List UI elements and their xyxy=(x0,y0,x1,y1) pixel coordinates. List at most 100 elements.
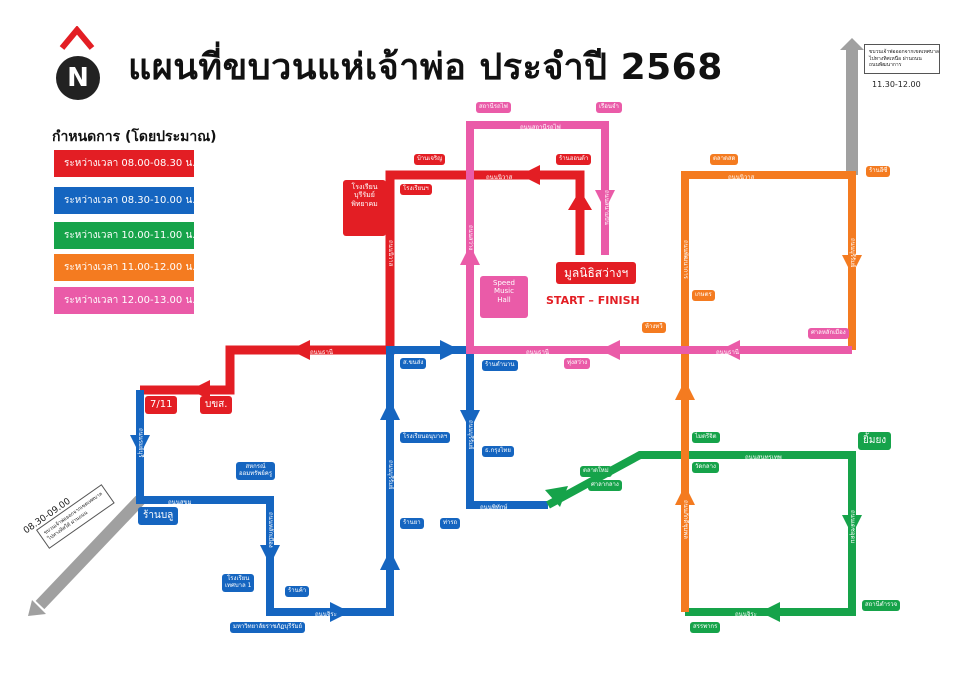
north-arrow-icon xyxy=(56,25,98,50)
road-label-tani-east: ถนนธานี xyxy=(716,349,739,356)
road-label-sukhum: ถนนสุขุม xyxy=(168,499,192,506)
landmark-pasee: สรรพากร xyxy=(690,622,721,633)
landmark-wat: วัดกลาง xyxy=(692,462,719,473)
page-title: แผนที่ขบวนแห่เจ้าพ่อ ประจำปี 2568 xyxy=(128,47,723,88)
pink-route xyxy=(466,121,852,354)
road-label-niwat-east: ถนนนิวาส xyxy=(728,174,755,181)
road-label-burirum: ถนนบุรีรัมย์ xyxy=(467,420,474,450)
exit-arrow-southwest xyxy=(28,600,46,616)
orange-arrow-up-1 xyxy=(675,485,695,505)
legend-title: กำหนดการ (โดยประมาณ) xyxy=(52,129,217,145)
landmark-ran-aec: ร้านอีซี่ xyxy=(866,166,891,177)
compass-letter: N xyxy=(67,63,89,93)
landmark-chaiyo: สถานีตำรวจ xyxy=(862,600,901,611)
red-arrow-up xyxy=(568,190,592,210)
road-label-dek: ถนนเดชอุดม xyxy=(849,510,856,544)
legend-item-pink: ระหว่างเวลา 12.00-13.00 น. xyxy=(54,287,195,314)
road-label-romburi: ถนนรมย์บุรี xyxy=(137,428,144,458)
road-label-sanambin: ถนนสนามบิน xyxy=(603,190,610,225)
orange-arrow-up-2 xyxy=(675,380,695,400)
landmark-nong-kham: ร้านค้า xyxy=(285,586,310,597)
note-time-north: 11.30-12.00 xyxy=(872,80,921,89)
landmark-ampheu: ศาลากลาง xyxy=(588,480,622,491)
landmark-sathani: สถานีรถไฟ xyxy=(476,102,511,113)
landmark-university: มหาวิทยาลัยราชภัฏบุรีรัมย์ xyxy=(230,622,306,633)
road-label-sawang: ถนนสว่าง xyxy=(467,225,474,251)
landmark-kaset: เกษตร xyxy=(692,290,715,301)
red-arrow-left-mid xyxy=(290,340,310,360)
legend-item-green: ระหว่างเวลา 10.00-11.00 น. xyxy=(54,222,195,249)
road-label-jira: ถนนจิระ xyxy=(315,611,337,618)
note-line: ขบวนเจ้าพ่อออกจากเขตเทศบาล xyxy=(869,49,939,55)
blue-arrow-down-1 xyxy=(130,435,150,455)
landmark-sahakorn: สหกรณ์ ออมทรัพย์ครู xyxy=(236,462,276,480)
blue-arrow-up-2 xyxy=(380,400,400,420)
landmark-bks: บขส. xyxy=(200,396,233,414)
pink-arrow-left-1 xyxy=(720,340,740,360)
landmark-yim-yong: ยิ้มยง xyxy=(858,432,892,450)
road-label-sunthorn: ถนนสุนทรเทพ xyxy=(745,454,782,461)
landmark-pho-sri: บ้านเจริญ xyxy=(414,154,446,165)
road-label-phatthana: ถนนพัฒนาการ xyxy=(682,240,689,279)
road-label-niwat-vertical: ถนนนิวาส xyxy=(387,240,394,267)
blue-arrow-up-1 xyxy=(380,550,400,570)
landmark-bus-stop: ไมตรีจิต xyxy=(692,432,720,443)
landmark-ran-boon: ร้านบลู xyxy=(138,507,179,525)
landmark-satang: ทุ่งสว่าง xyxy=(564,358,591,369)
landmark-klong: เรือนจำ xyxy=(596,102,622,113)
landmark-pharmacy: ร้านยา xyxy=(400,518,424,529)
landmark-school-red: โรงเรียน บุรีรัมย์ พิทยาคม xyxy=(343,180,386,236)
landmark-bank: ธ.กรุงไทย xyxy=(482,446,514,457)
road-label-sawadee: ถนนบุรีรัมย์ xyxy=(849,238,856,268)
orange-arrow-down xyxy=(842,255,862,275)
blue-route xyxy=(136,346,548,616)
landmark-seven-eleven: 7/11 xyxy=(145,396,178,414)
legend-item-red: ระหว่างเวลา 08.00-08.30 น. xyxy=(54,150,195,177)
road-label-jira-east: ถนนจิระ xyxy=(735,611,757,618)
landmark-school-blue: โรงเรียน เทศบาล 1 xyxy=(222,574,255,592)
road-label-niwat: ถนนนิวาส xyxy=(486,174,513,181)
note-line: ไปทางทิศเหนือ ผ่านถนน xyxy=(869,55,922,62)
landmark-speed-music-hall: Speed Music Hall xyxy=(480,276,528,318)
green-route xyxy=(546,451,856,616)
landmark-home-pro: ร้านฮอนด้า xyxy=(556,154,592,165)
landmark-ban-tha: ศาลหลักเมือง xyxy=(808,328,849,339)
legend-item-orange: ระหว่างเวลา 11.00-12.00 น. xyxy=(54,254,195,281)
road-label-bhumirat: ถนนภักดีชุมพล xyxy=(682,500,689,539)
green-arrow-up-right xyxy=(545,486,568,507)
pink-arrow-up xyxy=(460,245,480,265)
road-label-lak-mueang: ถนนหลักเมือง xyxy=(267,512,274,548)
blue-arrow-right-bottom xyxy=(330,602,350,622)
pink-arrow-down xyxy=(595,190,615,210)
start-landmark: มูลนิธิสว่างฯ xyxy=(556,262,637,285)
road-label-tani: ถนนธานี xyxy=(526,349,549,356)
blue-arrow-down-2 xyxy=(260,545,280,565)
red-arrow-left-bottom xyxy=(190,380,210,400)
landmark-school-anuban: โรงเรียนอนุบาลฯ xyxy=(400,432,451,443)
blue-arrow-right-top xyxy=(440,340,460,360)
orange-route xyxy=(681,171,856,612)
green-arrow-left xyxy=(760,602,780,622)
exit-road-southwest xyxy=(35,495,145,610)
red-arrow-left-top xyxy=(520,165,540,185)
landmark-thet-khon: ตลาดใหม่ xyxy=(580,466,612,477)
green-arrow-down xyxy=(842,515,862,535)
pink-arrow-left-2 xyxy=(600,340,620,360)
road-label-surin: ถนนบุรีรัมย์ xyxy=(387,460,394,490)
exit-arrow-north xyxy=(840,38,864,50)
landmark-nong-nae: ตลาดสด xyxy=(710,154,739,165)
blue-arrow-down-3 xyxy=(460,410,480,430)
note-box-north: ขบวนเจ้าพ่อออกจากเขตเทศบาล ไปทางทิศเหนือ… xyxy=(864,44,940,74)
landmark-thai-phat: ร้านตำนาน xyxy=(482,360,518,371)
road-label-tani-west: ถนนธานี xyxy=(310,349,333,356)
road-label-phithak: ถนนพิทักษ์ xyxy=(480,504,508,511)
legend-item-blue: ระหว่างเวลา 08.30-10.00 น. xyxy=(54,187,195,214)
landmark-kamnan: ห้างทวี xyxy=(642,322,666,333)
landmark-big-c: โรงเรียนฯ xyxy=(400,184,432,195)
note-line: ถนนพัฒนาการ xyxy=(869,62,902,68)
landmark-nongkon: ท่ารถ xyxy=(440,518,461,529)
road-label-sathani: ถนนสถานีรถไฟ xyxy=(520,124,561,131)
compass-circle: N xyxy=(56,56,100,100)
landmark-sakhan: ส.ขนส่ง xyxy=(400,358,427,369)
start-finish-caption: START – FINISH xyxy=(546,294,640,307)
